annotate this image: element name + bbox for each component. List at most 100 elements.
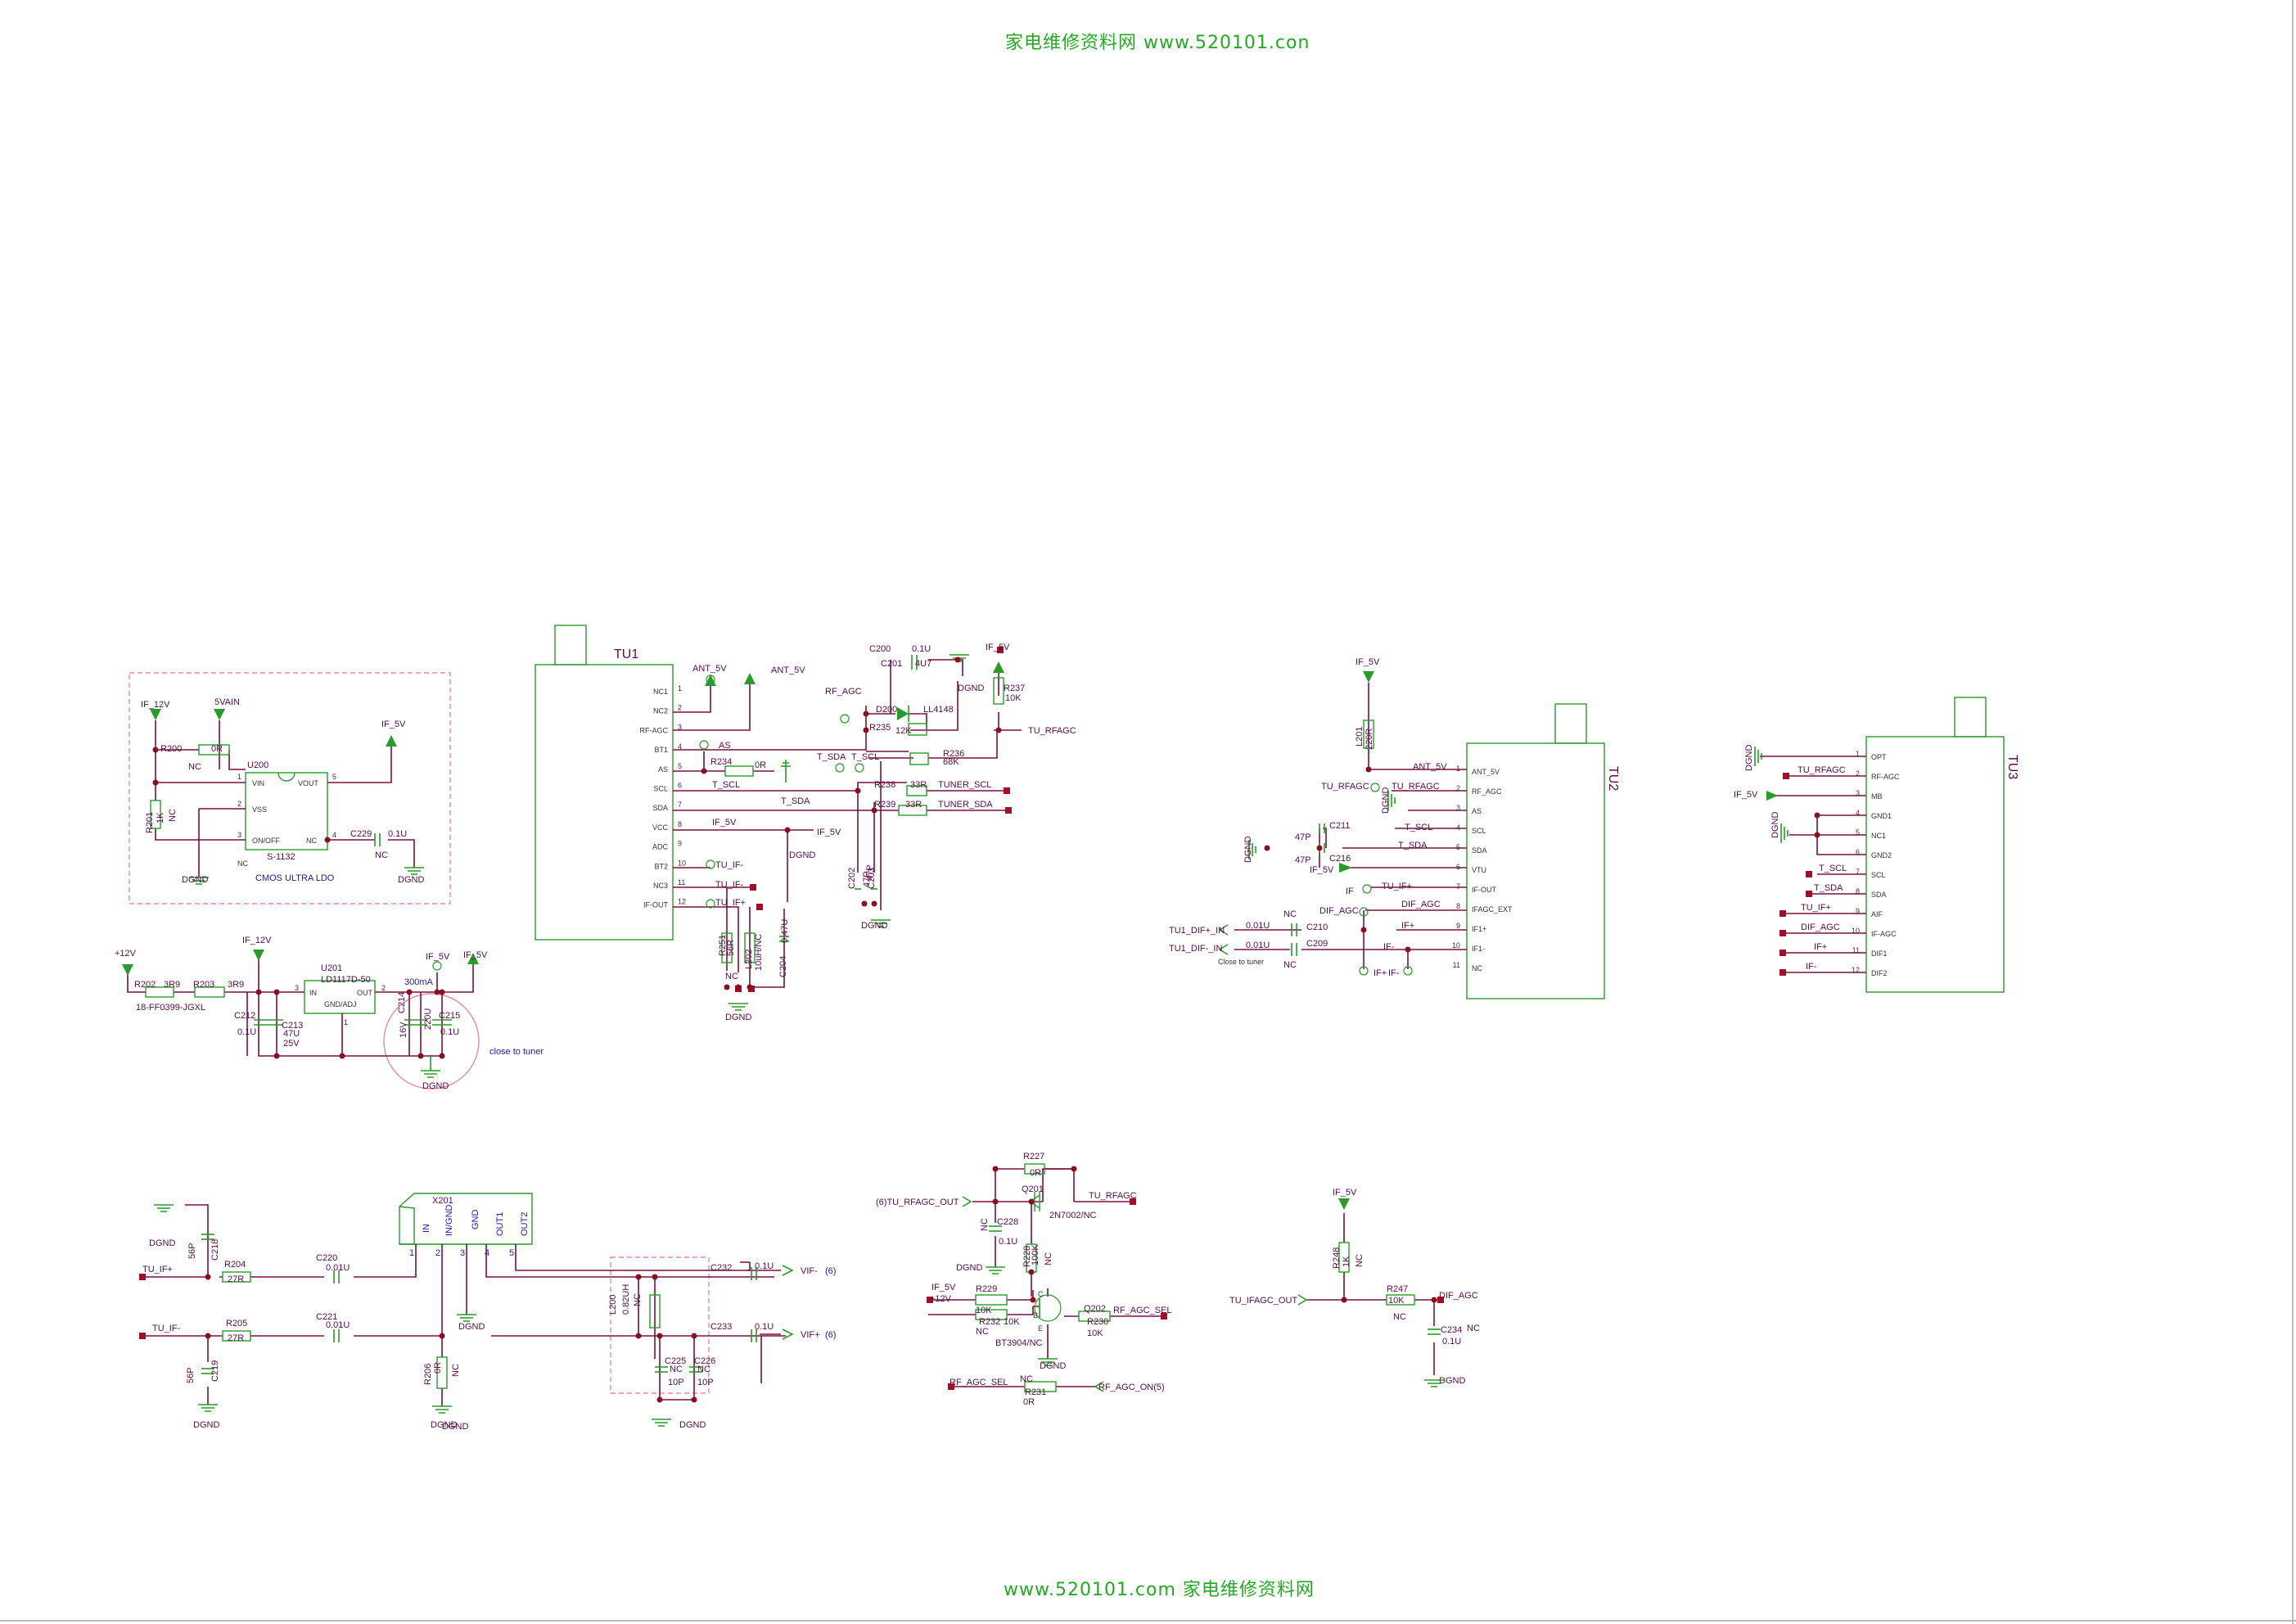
rf-agc-select-block: (6)TU_RFAGC_OUTTU_RFAGCDGNDIF_5V+12VRF_A… [876,1152,1172,1407]
net-label: IF_5V [381,720,406,729]
pin-label: 5 [509,1248,514,1258]
tu1-pin-name: IF-OUT [643,901,668,909]
net-label: TU_IF- [715,860,744,870]
tu1-pin-name: NC3 [653,882,668,890]
part-label: 0R [755,760,766,770]
part-label: R206 [423,1364,433,1385]
net-label: DGND [789,850,815,860]
part-label: R237 [1004,683,1025,693]
part-label: R204 [224,1260,246,1270]
tu2-pin-name: NC [1472,964,1482,972]
tu1-pin-name: NC2 [653,707,668,715]
pin-label: 2 [237,800,241,808]
net-label: VIF+ [801,1330,820,1340]
part-label: 56P [187,1243,197,1259]
part-label: C226 [694,1356,715,1366]
part-label: C233 [710,1322,732,1332]
tu2-pin-name: SDA [1472,846,1487,855]
net-label: 5VAIN [214,697,240,707]
net-label: VIF- [801,1266,818,1276]
tu1-pin-number: 9 [678,840,682,848]
part-label: R228 [1022,1246,1032,1267]
part-label: R238 [874,780,895,790]
tu3-pin-name: SDA [1871,891,1887,899]
net-label: IF_5V [463,950,488,960]
net-label: IF_12V [141,700,170,710]
pin-label: 3 [460,1248,465,1258]
part-label: NC [1355,1254,1365,1267]
net-label: IF- [1806,962,1817,972]
tu1-pin-number: 6 [678,782,682,790]
net-label: IF+ [1401,921,1414,931]
pin-label: IN [309,989,317,997]
part-label: LD1117D-50 [321,975,371,985]
part-label: C216 [1329,854,1351,864]
tu3-pin-name: RF-AGC [1871,773,1900,781]
tu3-pin-name: MB [1871,792,1883,801]
part-label: C204 [778,956,788,977]
part-label: D200 [876,705,897,715]
part-label: 47P [862,871,872,887]
tu2-pin-name: VTU [1472,866,1486,874]
part-label: 0R [1030,1168,1041,1178]
net-label: DGND [193,1420,219,1430]
part-label: NC [976,1327,989,1337]
pin-label: 3 [295,984,299,992]
net-label: AS [719,741,731,751]
part-label: R227 [1023,1152,1044,1162]
part-label: C221 [316,1312,337,1322]
part-label: C211 [1329,821,1350,831]
tu1-pin-number: 8 [678,820,682,828]
pin-label: VSS [252,805,267,814]
net-label: TU_RFAGC [1798,765,1846,775]
part-label: C215 [439,1011,460,1021]
tu3-pin-name: SCL [1871,871,1886,879]
part-label: R201 [145,812,155,833]
tu2-pin-number: 9 [1456,922,1460,930]
tu3-pin-number: 8 [1856,887,1860,895]
pin-label: GND [471,1210,480,1230]
part-label: NC [451,1364,461,1377]
part-label: R248 [1332,1247,1342,1269]
tu1-pin-name: VCC [652,823,669,832]
part-label: Q201 [1022,1184,1044,1194]
part-label: C210 [1306,923,1328,932]
tu2-pin-number: 11 [1453,961,1460,969]
part-label: 220U [423,1008,433,1030]
tu2-pin-number: 8 [1456,902,1460,910]
part-label: R251 [718,935,728,956]
part-label: NC [1393,1312,1406,1322]
part-label: NC [375,850,388,860]
net-label: IF- [1383,942,1395,952]
net-label: IF_5V [1734,790,1758,800]
part-label: 27R [228,1333,244,1343]
net-label: TU_IF+ [715,898,746,908]
net-label: DIF_AGC [1401,900,1441,909]
tu1-title: TU1 [614,647,638,661]
tu1-pin-number: 7 [678,801,682,809]
part-label: L202 [744,950,754,969]
part-label: NC [1283,960,1297,970]
tu3-pin-name: DIF2 [1871,969,1888,977]
watermark-bottom: www.520101.com 家电维修资料网 [1004,1580,1315,1600]
part-label: NC [1044,1252,1053,1265]
part-label: C214 [397,992,407,1013]
part-label: 4U7 [915,659,931,669]
net-label: IF- [1388,968,1400,978]
part-label: 33R [910,780,927,790]
pin-label: 1 [409,1248,414,1258]
net-label: DGND [861,921,887,931]
part-label: 3R9 [164,980,180,990]
net-label: DGND [431,1420,457,1430]
tu2-pin-name: ANT_5V [1472,768,1500,776]
part-label: C225 [665,1356,686,1366]
part-label: NC [1020,1374,1033,1384]
tu2-pin-number: 3 [1456,804,1460,812]
net-label: TU_IF+ [142,1265,173,1274]
part-label: U200 [247,760,268,770]
net-label: TU1_DIF-_IN [1169,944,1222,954]
part-label: 0.01U [326,1263,350,1273]
